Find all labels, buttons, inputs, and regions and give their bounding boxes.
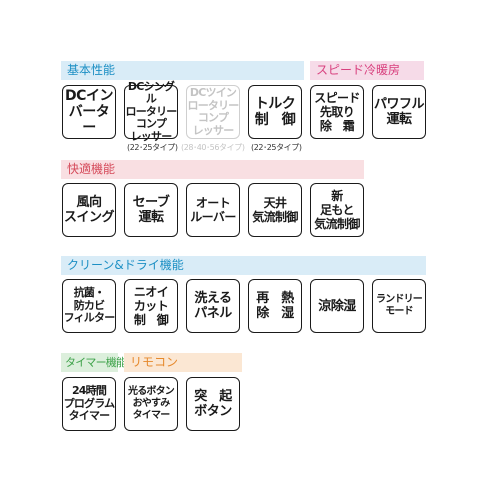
tile-torque-control: トルク 制 御: [248, 85, 302, 139]
tile-label: 風向 スイング: [63, 195, 115, 225]
tile-odor-cut: ニオイ カット 制 御: [124, 279, 178, 333]
section-header-basic: 基本性能: [61, 61, 304, 80]
section-header-clean: クリーン&ドライ機能: [61, 256, 426, 275]
tile-auto-louver: オート ルーバー: [186, 183, 240, 237]
tile-label: オート ルーバー: [190, 196, 236, 224]
tile-label: DCツイン ロータリー コンプ レッサー: [187, 86, 240, 137]
tile-label: 新 足もと 気流制御: [314, 189, 360, 231]
tile-foot-airflow: 新 足もと 気流制御: [310, 183, 364, 237]
tile-24h-program-timer: 24時間 プログラム タイマー: [62, 377, 116, 431]
tile-label: DCシングル ロータリー コンプ レッサー: [125, 79, 178, 143]
tile-label: 突 起 ボタン: [194, 389, 232, 419]
tile-ceiling-airflow: 天井 気流制御: [248, 183, 302, 237]
tile-label: 24時間 プログラム タイマー: [63, 384, 115, 423]
tile-dc-single-rotary: DCシングル ロータリー コンプ レッサー: [124, 80, 178, 142]
tile-save: セーブ 運転: [124, 183, 178, 237]
tile-label: ランドリー モード: [376, 294, 423, 317]
tile-glow-sleep-timer: 光るボタン おやすみ タイマー: [124, 377, 178, 431]
tile-label: ニオイ カット 制 御: [133, 285, 169, 327]
note-single: (22･25タイプ): [127, 143, 178, 152]
tile-cool-dehumid: 涼除湿: [310, 279, 364, 333]
tile-label: スピード 先取り 除 霜: [314, 91, 360, 133]
section-header-remote: リモコン: [124, 353, 242, 372]
section-header-timer: タイマー機能: [61, 353, 127, 372]
tile-label: パワフル 運転: [373, 97, 425, 127]
tile-wind-swing: 風向 スイング: [62, 183, 116, 237]
tile-antibac-filter: 抗菌・ 防カビ フィルター: [62, 279, 116, 333]
tile-label: 光るボタン おやすみ タイマー: [128, 386, 175, 421]
tile-washable-panel: 洗える パネル: [186, 279, 240, 333]
tile-dc-twin-rotary: DCツイン ロータリー コンプ レッサー: [186, 85, 240, 139]
note-torque: (22･25タイプ): [251, 143, 302, 152]
tile-laundry-mode: ランドリー モード: [372, 279, 426, 333]
tile-speed-defrost: スピード 先取り 除 霜: [310, 85, 364, 139]
tile-label: トルク 制 御: [254, 96, 296, 128]
tile-raised-button: 突 起 ボタン: [186, 377, 240, 431]
tile-label: 洗える パネル: [194, 291, 232, 321]
tile-label: 抗菌・ 防カビ フィルター: [63, 286, 116, 325]
section-header-comfort: 快適機能: [61, 160, 364, 179]
tile-reheat-dehumid: 再 熱 除 湿: [248, 279, 302, 333]
section-header-speed: スピード冷暖房: [310, 61, 424, 80]
tile-label: セーブ 運転: [132, 195, 170, 225]
tile-label: DCイン バーター: [65, 88, 113, 136]
note-twin: (28･40･56タイプ): [181, 143, 245, 152]
tile-powerful: パワフル 運転: [372, 85, 426, 139]
tile-label: 涼除湿: [318, 298, 356, 314]
tile-label: 再 熱 除 湿: [256, 291, 294, 321]
tile-label: 天井 気流制御: [252, 196, 298, 224]
tile-dc-inverter: DCイン バーター: [62, 85, 116, 139]
